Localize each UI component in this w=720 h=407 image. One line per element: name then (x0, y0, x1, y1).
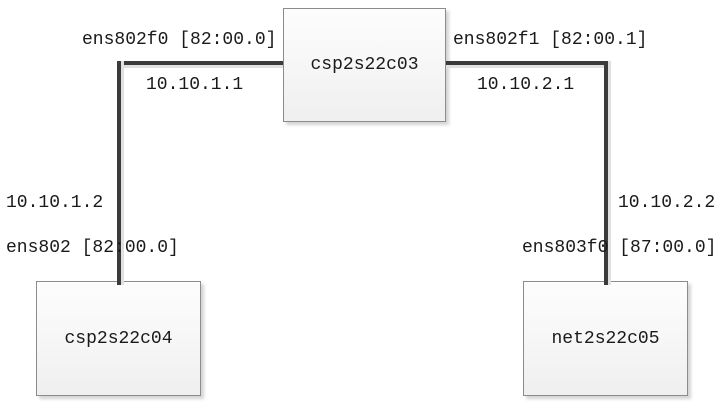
node-csp2s22c03-label: csp2s22c03 (310, 55, 419, 75)
node-net2s22c05: net2s22c05 (523, 281, 688, 396)
link-left-bottom-interface-label: ens802 [82:00.0] (6, 238, 179, 258)
node-csp2s22c03: csp2s22c03 (283, 8, 446, 122)
link-right-top-interface-label: ens802f1 [82:00.1] (453, 30, 648, 50)
link-left-top-ip-label: 10.10.1.1 (146, 75, 244, 95)
link-right-vertical-segment (604, 61, 608, 285)
link-right-bottom-interface-label: ens803f0 [87:00.0] (522, 238, 717, 258)
link-left-vertical-segment (117, 61, 121, 285)
node-csp2s22c04-label: csp2s22c04 (64, 328, 173, 349)
link-left-bottom-ip-label: 10.10.1.2 (6, 193, 104, 213)
node-net2s22c05-label: net2s22c05 (551, 328, 660, 349)
link-right-horizontal-segment (446, 61, 608, 65)
node-csp2s22c04: csp2s22c04 (36, 281, 201, 396)
link-right-bottom-ip-label: 10.10.2.2 (618, 193, 716, 213)
link-right-top-ip-label: 10.10.2.1 (477, 75, 575, 95)
link-left-horizontal-segment (117, 61, 283, 65)
link-left-top-interface-label: ens802f0 [82:00.0] (82, 30, 277, 50)
